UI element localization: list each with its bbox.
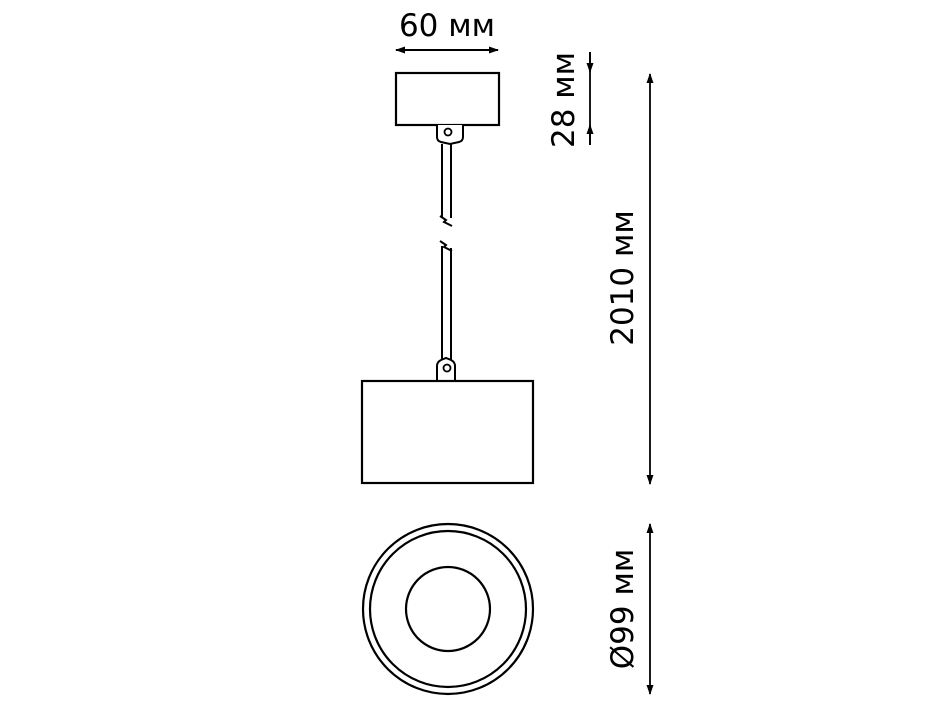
canopy-width-dimension: 60 мм xyxy=(395,8,499,54)
total-length-dimension: 2010 мм xyxy=(605,73,654,485)
canopy-height-dimension: 28 мм xyxy=(546,52,594,148)
canopy-width-label: 60 мм xyxy=(399,8,495,44)
diameter-dimension: Ø99 мм xyxy=(605,523,654,695)
diameter-label: Ø99 мм xyxy=(605,549,641,669)
shade-bottom-view xyxy=(361,522,535,696)
total-length-label: 2010 мм xyxy=(605,210,641,346)
cable xyxy=(439,144,453,360)
canopy-height-label: 28 мм xyxy=(546,52,582,148)
shade-side-view xyxy=(360,356,535,485)
canopy xyxy=(394,71,501,146)
